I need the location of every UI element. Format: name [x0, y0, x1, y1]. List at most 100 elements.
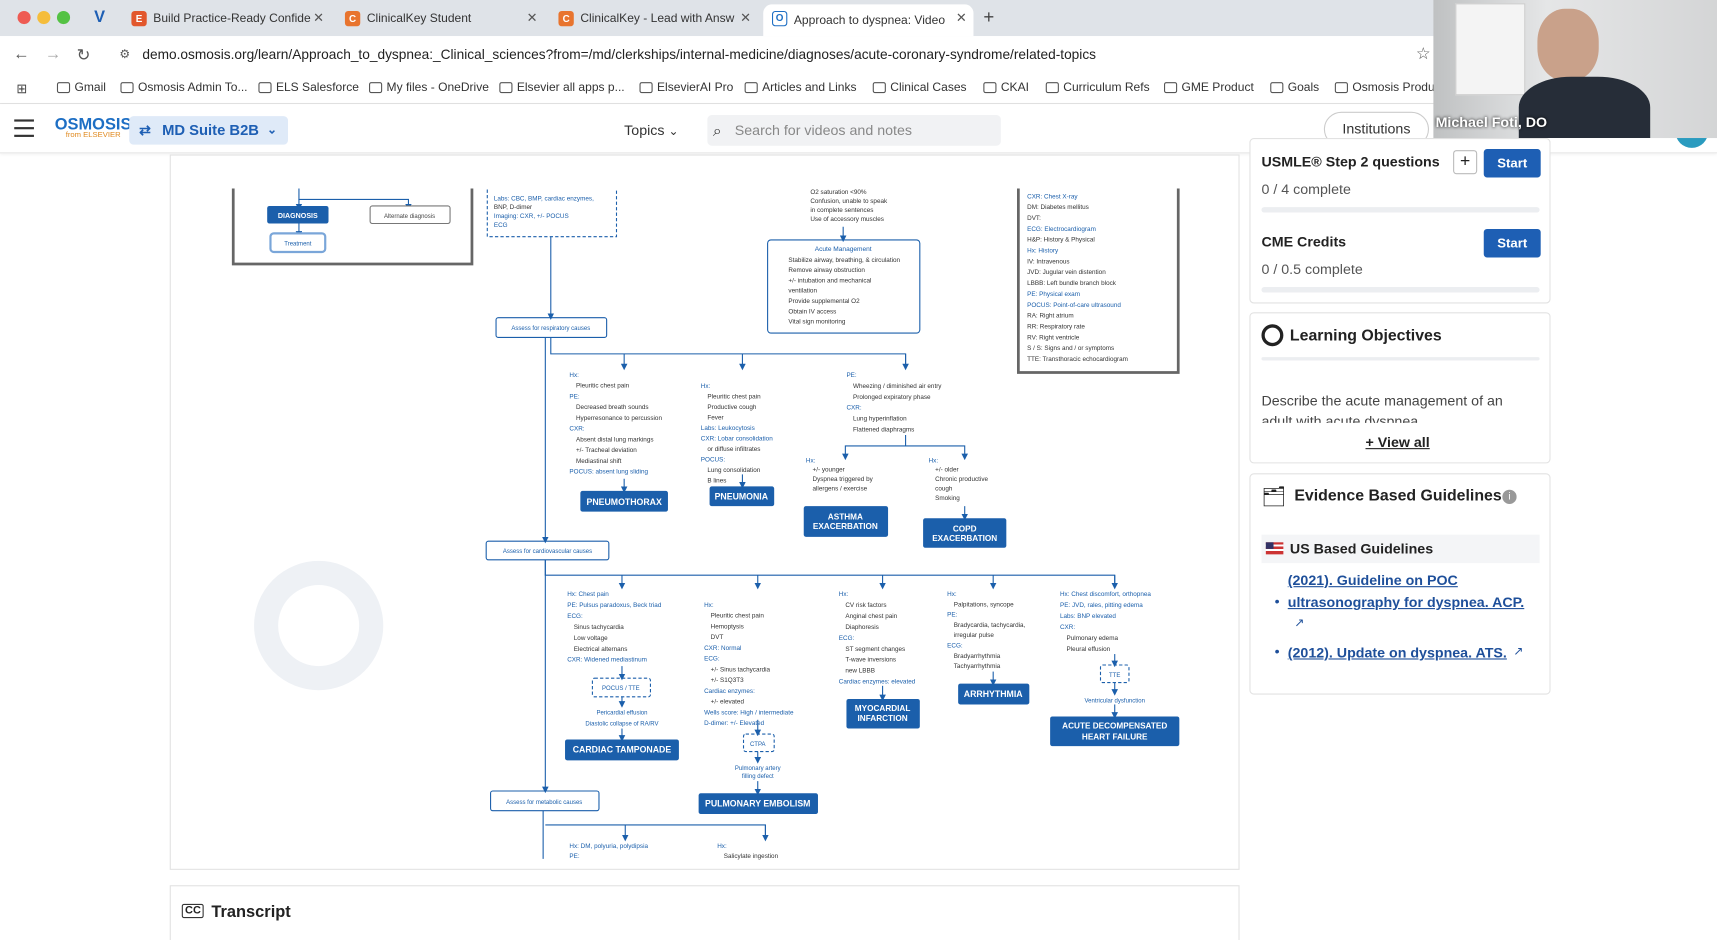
flow-text-mi: Anginal chest pain	[845, 613, 897, 620]
search-input[interactable]: ⌕ Search for videos and notes	[707, 115, 1001, 146]
bookmark-label: Gmail	[74, 81, 106, 95]
flow-text-obs: PE:	[846, 372, 856, 379]
close-window-icon[interactable]	[17, 10, 31, 25]
view-all-link[interactable]: + View all	[1365, 433, 1430, 451]
flow-text-abbr: PE: Physical exam	[1027, 291, 1080, 298]
flow-text-arr: Bradyarrhythmia	[954, 653, 1001, 660]
bookmarks-bar: ⊞ Gmail Osmosis Admin To... ELS Salesforce…	[0, 74, 1717, 105]
flow-text-pe: Hx:	[704, 602, 714, 609]
flow-text-hf: Labs: BNP elevated	[1060, 613, 1116, 620]
add-icon[interactable]: +	[1453, 150, 1478, 175]
bookmark-star-icon[interactable]: ☆	[1415, 44, 1431, 64]
tab-0[interactable]: E Build Practice-Ready Confide✕	[123, 4, 331, 32]
apps-grid-icon[interactable]: ⊞	[16, 81, 28, 97]
bookmark-12[interactable]: Osmosis Produ	[1334, 81, 1435, 94]
person-shirt	[1518, 76, 1651, 139]
dx-hf-label-2: HEART FAILURE	[1082, 733, 1148, 742]
tamp-finding-2: Diastolic collapse of RA/RV	[585, 721, 658, 727]
alt-diagnosis-label: Alternate diagnosis	[384, 214, 435, 220]
close-tab-icon[interactable]: ✕	[740, 9, 752, 26]
tab-title: ClinicalKey - Lead with Answ	[580, 12, 735, 26]
flow-text-pna: Fever	[707, 414, 723, 421]
new-tab-icon[interactable]: +	[983, 6, 995, 28]
flow-text-abbr: DM: Diabetes mellitus	[1027, 204, 1089, 211]
guideline-1-link-2[interactable]: ultrasonography for dyspnea. ACP.	[1287, 593, 1525, 611]
topics-menu[interactable]: Topics ⌄	[624, 122, 678, 138]
flow-text-meta2: Salicylate ingestion	[724, 853, 779, 860]
url-field[interactable]: ⚙ demo.osmosis.org/learn/Approach_to_dys…	[116, 41, 1431, 70]
tab-3-active[interactable]: O Approach to dyspnea: Video✕	[763, 4, 974, 37]
back-icon[interactable]: ←	[13, 44, 30, 64]
webcam-video-tile[interactable]: Michael Foti, DO	[1433, 0, 1717, 139]
flow-text-pna: CXR: Lobar consolidation	[701, 435, 773, 442]
tab-1[interactable]: C ClinicalKey Student✕	[336, 4, 544, 32]
bookmark-11[interactable]: Goals	[1270, 81, 1319, 94]
flow-text-tamp: Electrical alternans	[574, 646, 628, 653]
bookmark-5[interactable]: ElsevierAI Pro	[639, 81, 733, 94]
flow-text-arr: ECG:	[947, 642, 963, 649]
folder-icon	[1270, 82, 1284, 94]
speaker-name: Michael Foti, DO	[1435, 113, 1548, 131]
bookmark-4[interactable]: Elsevier all apps p...	[499, 81, 625, 95]
close-tab-icon[interactable]: ✕	[526, 9, 538, 26]
guidelines-card: 🗂 Evidence Based Guidelines i US Based G…	[1249, 473, 1551, 695]
bookmark-2[interactable]: ELS Salesforce	[258, 81, 359, 94]
external-link-icon[interactable]: ↗	[1294, 616, 1305, 630]
tab-2[interactable]: C ClinicalKey - Lead with Answ✕	[550, 4, 758, 32]
bookmark-7[interactable]: Clinical Cases	[872, 81, 967, 94]
flow-text-mi: Hx:	[839, 591, 849, 598]
flow-text-asthma_hx: Dyspnea triggered by	[813, 476, 874, 483]
dx-pneumothorax-label: PNEUMOTHORAX	[586, 497, 661, 507]
search-icon: ⌕	[712, 121, 722, 140]
suite-selector[interactable]: ⇄ MD Suite B2B ⌄	[129, 116, 288, 145]
flow-text-tamp: Sinus tachycardia	[574, 624, 625, 631]
guideline-1-link[interactable]: (2021). Guideline on POC	[1287, 571, 1458, 589]
flow-text-pe: Wells score: High / intermediate	[704, 709, 794, 716]
guideline-2-link[interactable]: (2012). Update on dyspnea. ATS.	[1287, 644, 1507, 661]
maximize-window-icon[interactable]	[56, 10, 71, 25]
flow-text-o2: in complete sentences	[810, 207, 873, 214]
cme-start-button[interactable]: Start	[1483, 228, 1541, 258]
flow-text-ptx: PE:	[569, 393, 579, 400]
bookmark-1[interactable]: Osmosis Admin To...	[120, 81, 248, 94]
flow-text-ptx: Mediastinal shift	[576, 458, 622, 465]
bookmark-8[interactable]: CKAI	[983, 81, 1029, 94]
bookmark-label: Elsevier all apps p...	[516, 81, 625, 95]
flow-text-pe: ECG:	[704, 656, 720, 663]
forward-icon[interactable]: →	[44, 44, 62, 64]
flow-text-abbr: H&P: History & Physical	[1027, 237, 1095, 244]
flow-text-meta1: Hx: DM, polyuria, polydipsia	[569, 843, 648, 850]
dx-diagnosis-label: DIAGNOSIS	[278, 212, 318, 220]
flow-text-abbr: CXR: Chest X-ray	[1027, 193, 1078, 200]
folder-icon	[56, 82, 71, 94]
close-tab-icon[interactable]: ✕	[313, 9, 325, 26]
bookmark-3[interactable]: My files - OneDrive	[369, 81, 489, 94]
external-link-icon[interactable]: ↗	[1513, 645, 1524, 659]
flow-text-o2: Use of accessory muscles	[810, 216, 884, 223]
bookmark-0[interactable]: Gmail	[56, 81, 106, 95]
minimize-window-icon[interactable]	[37, 10, 51, 25]
switch-icon: ⇄	[139, 121, 152, 139]
bookmark-6[interactable]: Articles and Links	[744, 81, 857, 94]
browser-v-icon[interactable]: V	[94, 7, 106, 27]
dx-asthma-label: ASTHMA	[828, 512, 863, 521]
flow-text-obs: Flattened diaphragms	[853, 427, 914, 434]
questions-card: USMLE® Step 2 questions + Start 0 / 4 co…	[1249, 138, 1551, 304]
reload-icon[interactable]: ↻	[76, 46, 91, 65]
flow-text-ptx: Hx:	[569, 372, 579, 379]
usmle-start-button[interactable]: Start	[1483, 148, 1541, 178]
flow-text-ptx: Absent distal lung markings	[576, 436, 654, 443]
flow-text-hf: Hx: Chest discomfort, orthopnea	[1060, 591, 1151, 598]
bookmark-9[interactable]: Curriculum Refs	[1045, 81, 1150, 94]
transcript-panel[interactable]: CC Transcript	[169, 885, 1240, 940]
dx-pe-label: PULMONARY EMBOLISM	[705, 798, 810, 808]
folder-icon	[983, 82, 997, 94]
site-info-icon[interactable]: ⚙	[119, 48, 131, 62]
close-tab-icon[interactable]: ✕	[955, 9, 967, 26]
resp-causes-label: Assess for respiratory causes	[511, 326, 590, 332]
info-icon[interactable]: i	[1502, 489, 1517, 504]
bookmark-10[interactable]: GME Product	[1164, 81, 1254, 94]
hamburger-menu-icon[interactable]	[14, 119, 34, 137]
flow-text-copd_hx: Chronic productive	[935, 476, 988, 483]
